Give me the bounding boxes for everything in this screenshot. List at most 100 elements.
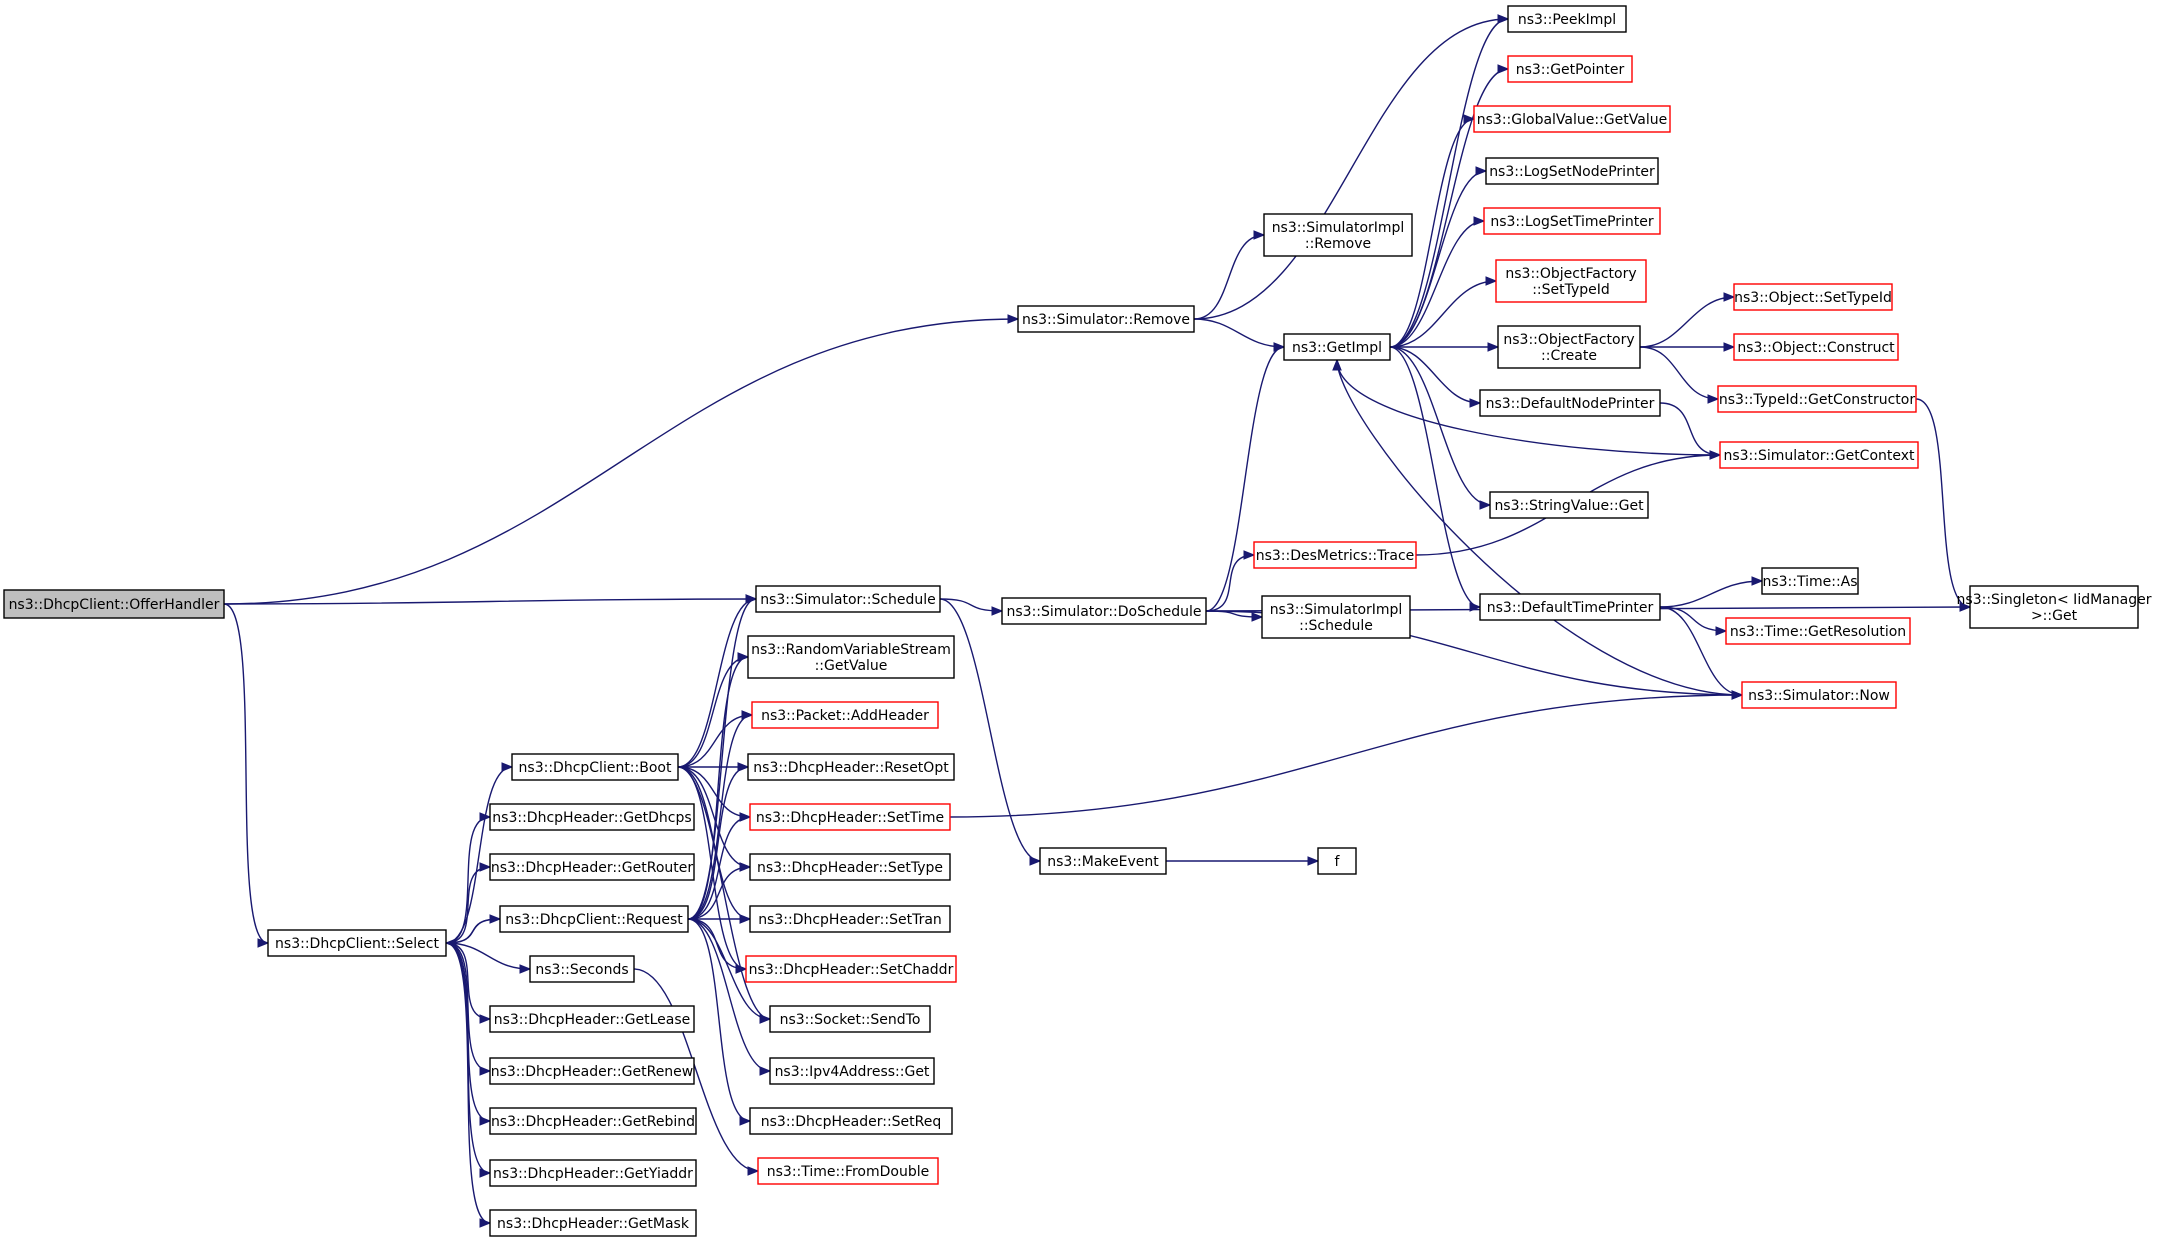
node-ns3-packet-addheader[interactable]: ns3::Packet::AddHeader [751,701,939,729]
node-ns3-objectfactory-create[interactable]: ns3::ObjectFactory::Create [1497,325,1641,369]
node-ns3-dhcpheader-resetopt[interactable]: ns3::DhcpHeader::ResetOpt [747,753,955,781]
node-ns3-dhcpheader-settype[interactable]: ns3::DhcpHeader::SetType [749,853,951,881]
node-ns3-dhcpheader-settran[interactable]: ns3::DhcpHeader::SetTran [749,905,951,933]
node-label: ns3::StringValue::Get [1494,498,1644,514]
node-ns3-dhcpheader-settime[interactable]: ns3::DhcpHeader::SetTime [749,803,951,831]
edge-deftimeprinter-to-time_getres [1659,606,1727,632]
edge-request-to-sendto [687,918,771,1020]
node-ns3-time-getresolution[interactable]: ns3::Time::GetResolution [1725,617,1911,645]
node-ns3-desmetrics-trace[interactable]: ns3::DesMetrics::Trace [1253,541,1417,569]
node-label: f [1335,854,1341,870]
node-box [489,1159,697,1187]
node-ns3-socket-sendto[interactable]: ns3::Socket::SendTo [769,1005,931,1033]
node-ns3-simulatorimpl-remove[interactable]: ns3::SimulatorImpl::Remove [1263,213,1413,257]
node-label: ns3::Time::GetResolution [1730,624,1906,640]
edge-remove-to-getimpl [1193,318,1285,348]
arrowhead [1253,230,1266,240]
arrowhead [1479,500,1492,510]
edge-offer-to-remove [223,318,1019,605]
arrowhead [759,1014,772,1024]
node-ns3-dhcpheader-getdhcps[interactable]: ns3::DhcpHeader::GetDhcps [489,803,695,831]
node-ns3-globalvalue-getvalue[interactable]: ns3::GlobalValue::GetValue [1473,105,1671,133]
node-box [1495,259,1647,303]
node-ns3-simulator-now[interactable]: ns3::Simulator::Now [1741,681,1897,709]
node-label: ns3::DhcpHeader::SetChaddr [749,962,954,978]
node-ns3-defaultnodeprinter[interactable]: ns3::DefaultNodePrinter [1479,389,1661,417]
arrowhead [991,606,1004,616]
node-ns3-dhcpclient-boot[interactable]: ns3::DhcpClient::Boot [511,753,679,781]
node-ns3-dhcpheader-setchaddr[interactable]: ns3::DhcpHeader::SetChaddr [745,955,957,983]
node-label: ns3::Seconds [535,962,628,978]
node-ns3-objectfactory-settypeid[interactable]: ns3::ObjectFactory::SetTypeId [1495,259,1647,303]
node-f[interactable]: f [1317,847,1357,875]
node-ns3-dhcpheader-getlease[interactable]: ns3::DhcpHeader::GetLease [489,1005,695,1033]
node-ns3-simulator-remove[interactable]: ns3::Simulator::Remove [1017,305,1195,333]
node-ns3-dhcpheader-setreq[interactable]: ns3::DhcpHeader::SetReq [749,1107,953,1135]
arrowhead [741,710,754,720]
edge-request-to-schedule [687,598,757,920]
node-ns3-dhcpclient-offerhandler[interactable]: ns3::DhcpClient::OfferHandler [3,589,225,619]
node-label: ns3::Simulator::Schedule [760,592,936,608]
node-ns3-logsettimeprinter[interactable]: ns3::LogSetTimePrinter [1483,207,1661,235]
node-ns3-typeid-getconstructor[interactable]: ns3::TypeId::GetConstructor [1717,385,1917,413]
node-ns3-randomvariablestream-getvalue[interactable]: ns3::RandomVariableStream::GetValue [747,635,955,679]
edge-boot-to-schedule [677,598,757,768]
node-ns3-defaulttimeprinter[interactable]: ns3::DefaultTimePrinter [1479,593,1661,621]
edge-select-to-getlease [445,942,491,1020]
node-ns3-simulator-doschedule[interactable]: ns3::Simulator::DoSchedule [1001,597,1207,625]
node-box [1261,595,1411,639]
arrowhead [1497,64,1510,74]
node-ns3-seconds[interactable]: ns3::Seconds [529,955,635,983]
node-ns3-object-construct[interactable]: ns3::Object::Construct [1733,333,1899,361]
node-label: ns3::DhcpClient::Boot [519,760,672,776]
node-label: ns3::DesMetrics::Trace [1256,548,1415,564]
node-box [1001,597,1207,625]
node-ns3-dhcpheader-getrenew[interactable]: ns3::DhcpHeader::GetRenew [489,1057,695,1085]
node-ns3-time-as[interactable]: ns3::Time::As [1761,567,1859,595]
node-box [749,803,951,831]
node-ns3-peekimpl[interactable]: ns3::PeekImpl [1507,5,1627,33]
node-box [529,955,635,983]
node-ns3-getpointer[interactable]: ns3::GetPointer [1507,55,1633,83]
node-ns3-simulator-schedule[interactable]: ns3::Simulator::Schedule [755,585,941,613]
node-ns3-dhcpclient-select[interactable]: ns3::DhcpClient::Select [267,929,447,957]
node-ns3-getimpl[interactable]: ns3::GetImpl [1283,333,1391,361]
arrowhead [737,652,750,662]
node-ns3-dhcpclient-request[interactable]: ns3::DhcpClient::Request [499,905,689,933]
node-box [1741,681,1897,709]
node-ns3-dhcpheader-getmask[interactable]: ns3::DhcpHeader::GetMask [489,1209,697,1237]
node-box [755,585,941,613]
node-ns3-simulatorimpl-schedule[interactable]: ns3::SimulatorImpl::Schedule [1261,595,1411,639]
node-ns3-dhcpheader-getrouter[interactable]: ns3::DhcpHeader::GetRouter [489,853,695,881]
node-label: ns3::Object::SetTypeId [1734,290,1892,306]
arrowhead [489,914,502,924]
node-box [1039,847,1167,875]
node-box [1479,593,1661,621]
edge-getimpl-to-defnodeprinter [1389,346,1481,404]
node-label: ns3::Time::FromDouble [767,1164,930,1180]
node-ns3-singleton-iidmanager-get[interactable]: ns3::Singleton< IidManager >::Get [1957,585,2152,629]
arrowhead [479,1116,492,1126]
node-box [747,635,955,679]
edge-request-to-rvs_getvalue [687,656,749,920]
node-ns3-dhcpheader-getrebind[interactable]: ns3::DhcpHeader::GetRebind [489,1107,697,1135]
node-ns3-simulator-getcontext[interactable]: ns3::Simulator::GetContext [1719,441,1919,469]
edge-boot-to-sendto [677,766,771,1020]
node-ns3-ipv4address-get[interactable]: ns3::Ipv4Address::Get [769,1057,935,1085]
node-label: ns3::SimulatorImpl [1270,602,1403,618]
node-ns3-logsetnodeprinter[interactable]: ns3::LogSetNodePrinter [1485,157,1659,185]
edge-select-to-getmask [445,942,491,1224]
node-box [489,853,695,881]
edge-deftimeprinter-to-time_as [1659,580,1763,608]
node-box [747,753,955,781]
arrowhead [479,1014,492,1024]
node-ns3-object-settypeid[interactable]: ns3::Object::SetTypeId [1733,283,1893,311]
node-ns3-makeevent[interactable]: ns3::MakeEvent [1039,847,1167,875]
node-ns3-stringvalue-get[interactable]: ns3::StringValue::Get [1489,491,1649,519]
node-label: ns3::GetPointer [1516,62,1625,78]
node-box [489,1057,695,1085]
node-box [1317,847,1357,875]
node-box [1507,5,1627,33]
node-ns3-dhcpheader-getyiaddr[interactable]: ns3::DhcpHeader::GetYiaddr [489,1159,697,1187]
node-ns3-time-fromdouble[interactable]: ns3::Time::FromDouble [757,1157,939,1185]
